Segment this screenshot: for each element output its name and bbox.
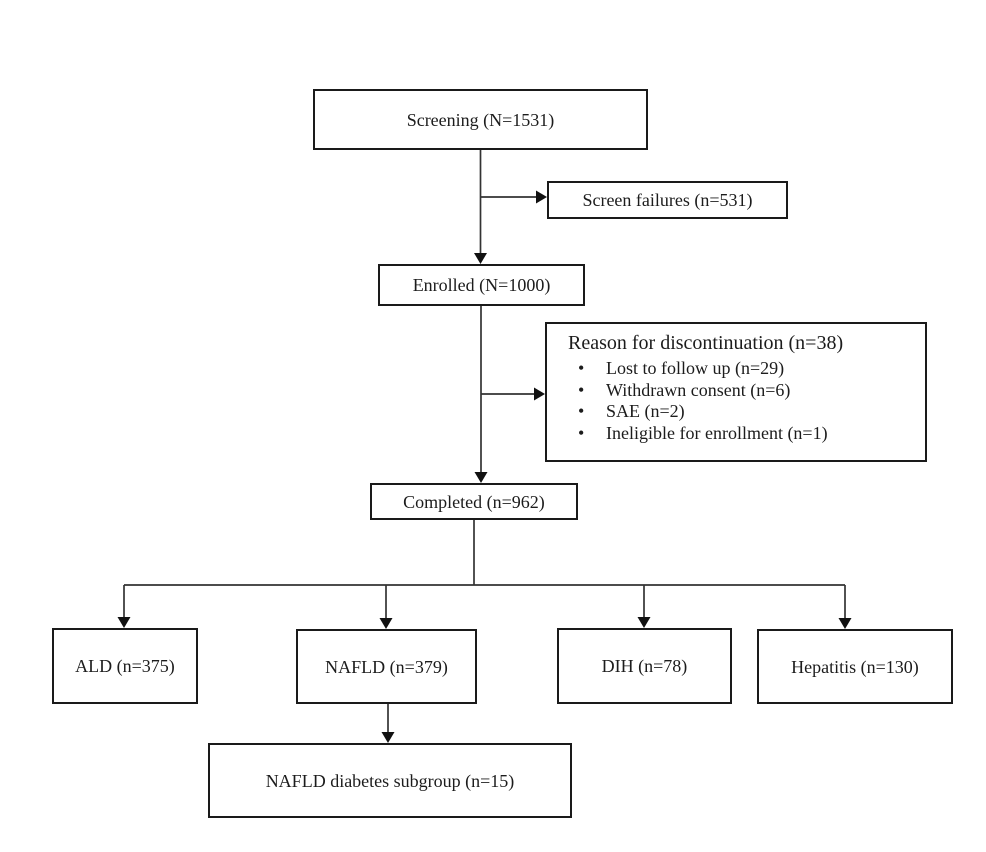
enrolled-box: Enrolled (N=1000) bbox=[378, 264, 585, 306]
connector-completed-splitter bbox=[124, 520, 845, 586]
nafld-diabetes-subgroup-label: NAFLD diabetes subgroup (n=15) bbox=[265, 770, 515, 791]
discontinuation-box: Reason for discontinuation (n=38) Lost t… bbox=[545, 322, 927, 462]
arrowhead-right-discontinuation bbox=[534, 387, 545, 401]
connector-splitter-ald bbox=[117, 585, 131, 628]
completed-box: Completed (n=962) bbox=[370, 483, 578, 520]
discontinuation-item: Ineligible for enrollment (n=1) bbox=[547, 423, 925, 445]
arrowhead-down-enrolled bbox=[474, 253, 487, 264]
screen-failures-label: Screen failures (n=531) bbox=[582, 190, 753, 210]
ald-label: ALD (n=375) bbox=[75, 656, 175, 676]
dih-label: DIH (n=78) bbox=[601, 656, 688, 676]
arrowhead-down-ald bbox=[117, 617, 131, 628]
connector-enrolled-discontinuation bbox=[481, 387, 545, 401]
arrowhead-down-hepatitis bbox=[838, 618, 852, 629]
screen-failures-box: Screen failures (n=531) bbox=[547, 181, 788, 219]
dih-box: DIH (n=78) bbox=[557, 628, 732, 704]
discontinuation-item: SAE (n=2) bbox=[547, 401, 925, 423]
connector-nafld-subgroup bbox=[381, 704, 395, 743]
connector-screening-screen-failures bbox=[480, 190, 547, 204]
nafld-box: NAFLD (n=379) bbox=[296, 629, 477, 704]
discontinuation-title: Reason for discontinuation (n=38) bbox=[568, 332, 844, 354]
enrolled-label: Enrolled (N=1000) bbox=[412, 275, 551, 295]
ald-box: ALD (n=375) bbox=[52, 628, 198, 704]
nafld-label: NAFLD (n=379) bbox=[325, 656, 448, 677]
nafld-diabetes-subgroup-box: NAFLD diabetes subgroup (n=15) bbox=[208, 743, 572, 818]
connector-enrolled-completed bbox=[474, 306, 488, 483]
connector-screening-enrolled bbox=[474, 150, 487, 264]
arrowhead-right-screen-failures bbox=[536, 190, 547, 204]
discontinuation-list: Lost to follow up (n=29) Withdrawn conse… bbox=[547, 358, 925, 444]
connector-splitter-hepatitis bbox=[838, 585, 852, 629]
arrowhead-down-completed bbox=[474, 472, 488, 483]
discontinuation-item: Lost to follow up (n=29) bbox=[547, 358, 925, 380]
connector-splitter-dih bbox=[637, 585, 651, 628]
screening-box: Screening (N=1531) bbox=[313, 89, 648, 150]
hepatitis-label: Hepatitis (n=130) bbox=[791, 656, 919, 677]
connector-splitter-nafld bbox=[379, 585, 393, 629]
arrowhead-down-nafld bbox=[379, 618, 393, 629]
screening-label: Screening (N=1531) bbox=[406, 109, 555, 130]
discontinuation-item: Withdrawn consent (n=6) bbox=[547, 380, 925, 402]
completed-label: Completed (n=962) bbox=[403, 491, 545, 512]
arrowhead-down-subgroup bbox=[381, 732, 395, 743]
arrowhead-down-dih bbox=[637, 617, 651, 628]
hepatitis-box: Hepatitis (n=130) bbox=[757, 629, 953, 704]
